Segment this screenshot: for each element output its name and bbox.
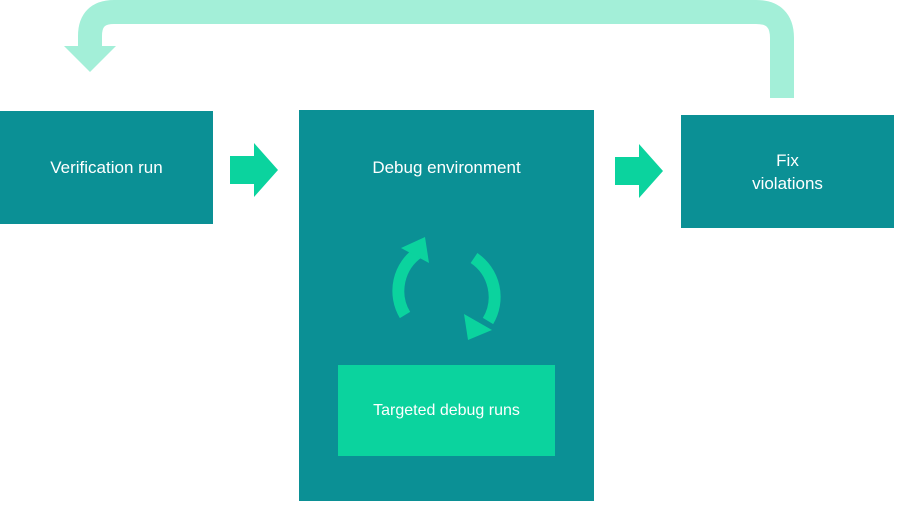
loop-back-arrow-head	[64, 46, 116, 72]
debug-environment-label: Debug environment	[372, 158, 521, 177]
loop-back-arrow	[78, 0, 794, 98]
cycle-right-arrowhead	[464, 314, 492, 340]
right-arrow-icon	[230, 143, 278, 197]
verification-run-box: Verification run	[0, 111, 213, 224]
verification-run-label: Verification run	[50, 158, 163, 177]
debug-environment-box: Debug environment Targeted debug runs	[299, 110, 594, 501]
cycle-left-arrowhead	[401, 237, 429, 263]
fix-violations-label: Fix violations	[752, 150, 823, 193]
refresh-cycle-icon	[392, 237, 501, 340]
cycle-left-arc	[392, 247, 423, 319]
cycle-right-arc	[470, 253, 501, 325]
right-arrow-icon	[615, 144, 663, 198]
fix-violations-box: Fix violations	[681, 115, 894, 228]
targeted-debug-runs-box: Targeted debug runs	[338, 365, 555, 456]
targeted-debug-runs-label: Targeted debug runs	[373, 401, 520, 419]
